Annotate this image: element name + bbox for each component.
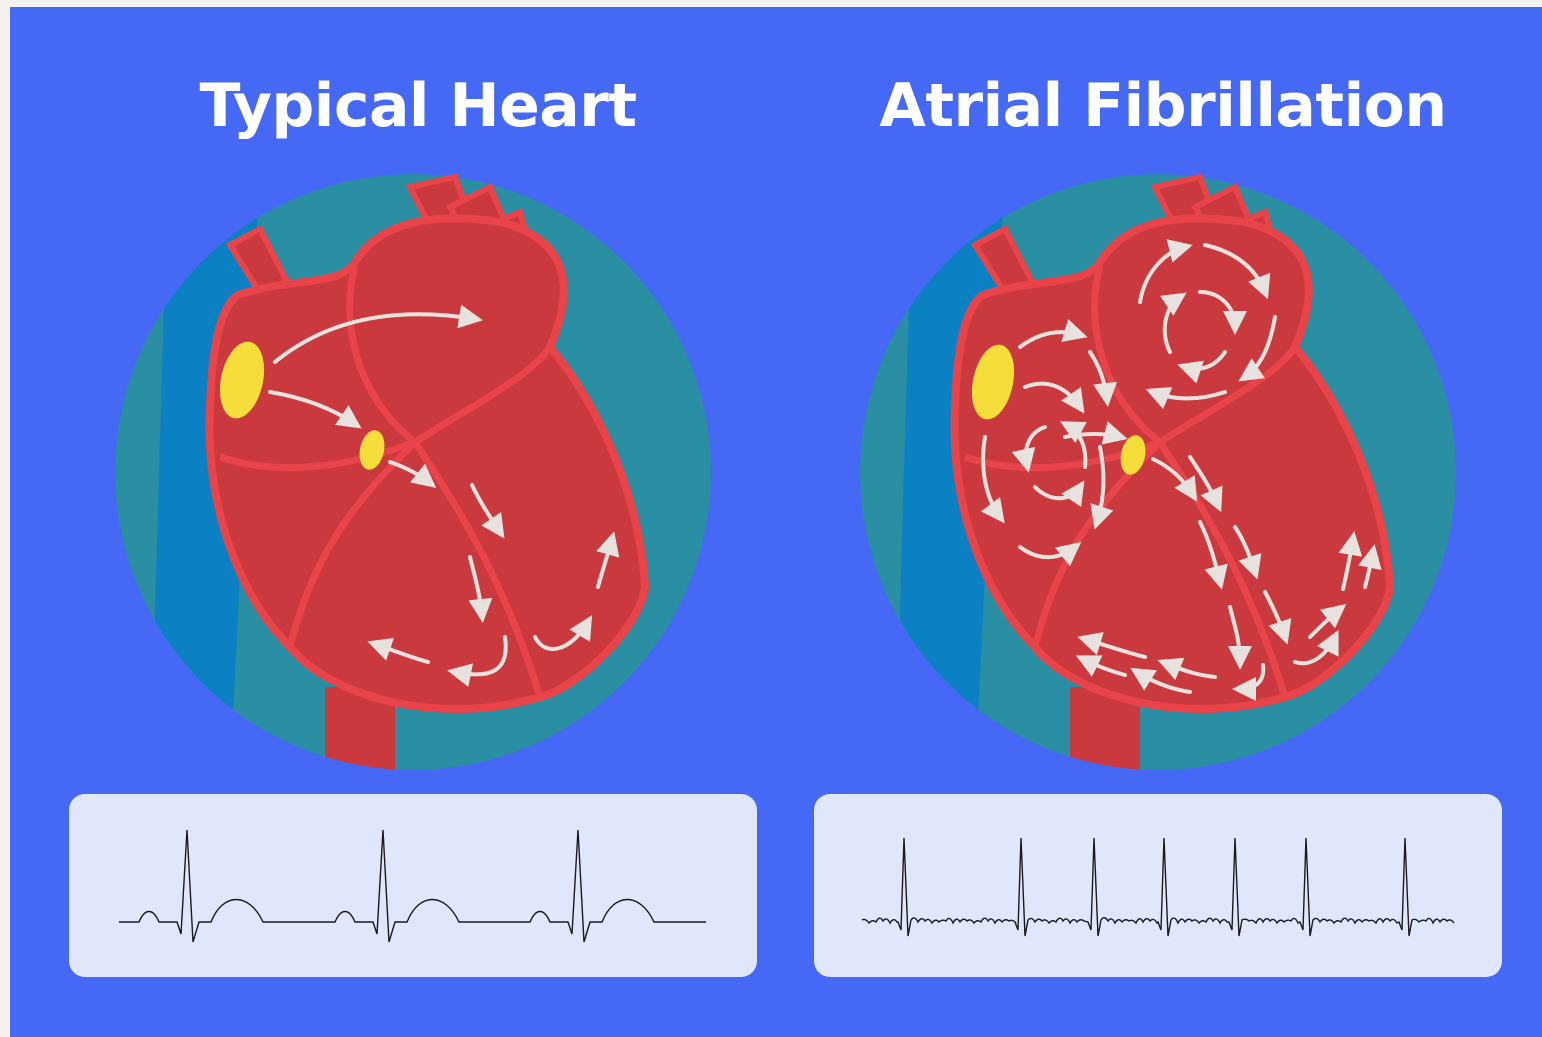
atrial-fibrillation-title: Atrial Fibrillation	[813, 71, 1513, 141]
typical-ecg-trace	[69, 794, 757, 977]
irregular-ecg-waveform	[862, 838, 1454, 936]
typical-heart-title: Typical Heart	[68, 71, 768, 141]
atrial-fibrillation-heart-illustration	[855, 167, 1475, 777]
diagram-panel: Typical Heart Atrial Fibrillation	[10, 7, 1542, 1037]
afib-ecg-trace	[814, 794, 1502, 977]
typical-ecg-panel	[69, 794, 757, 977]
afib-ecg-panel	[814, 794, 1502, 977]
typical-heart-illustration	[110, 167, 730, 777]
regular-ecg-waveform	[119, 830, 706, 942]
